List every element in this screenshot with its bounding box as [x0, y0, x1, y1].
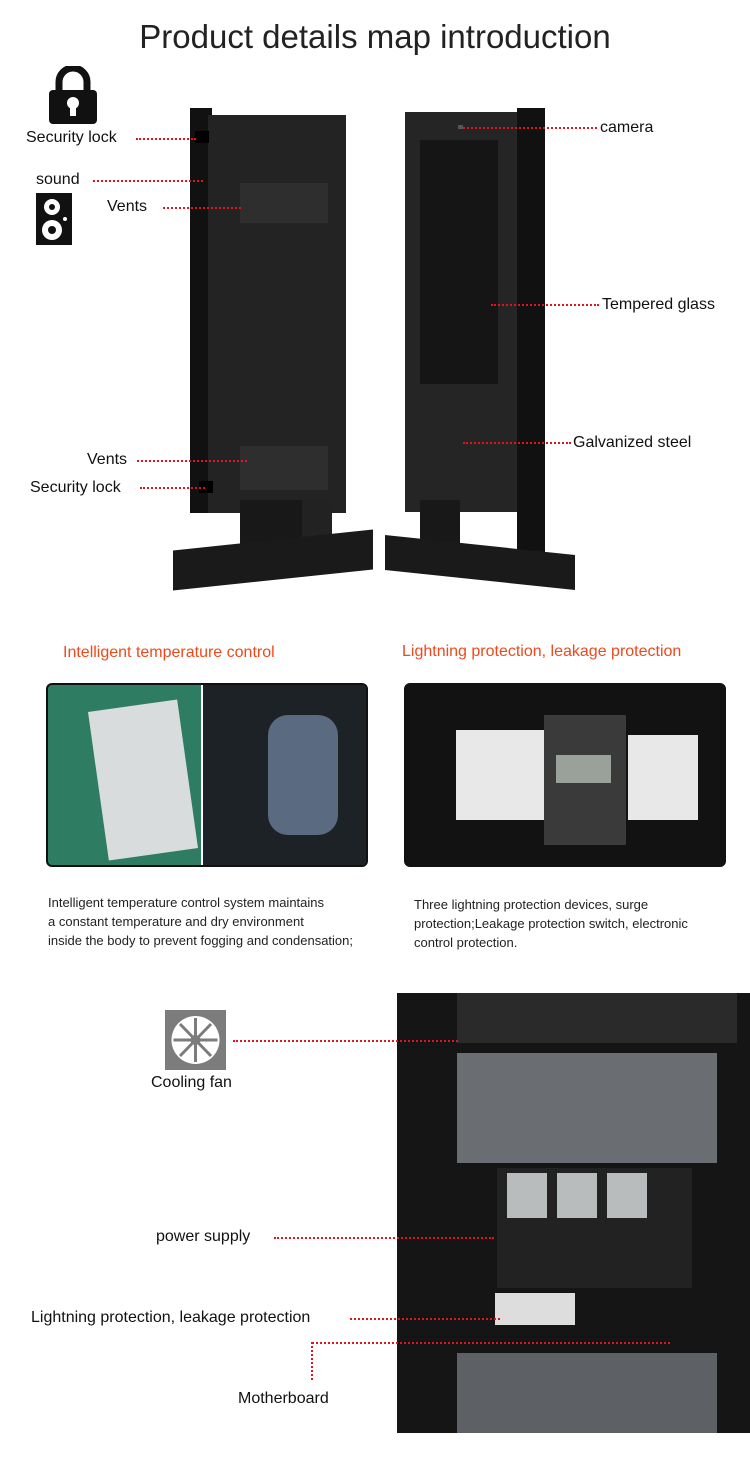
leader-line: [136, 138, 196, 140]
leader-line: [491, 304, 599, 306]
leader-line: [274, 1237, 494, 1239]
label-galvanized-steel: Galvanized steel: [573, 434, 692, 451]
leader-line: [137, 460, 247, 462]
label-power-supply: power supply: [156, 1228, 251, 1245]
label-security-lock-bottom: Security lock: [30, 479, 121, 496]
leader-line: [312, 1342, 670, 1344]
leader-line: [311, 1342, 313, 1380]
leader-line: [93, 180, 203, 182]
feature-heading-temperature: Intelligent temperature control: [63, 644, 275, 661]
label-tempered-glass: Tempered glass: [602, 296, 715, 313]
description-line: Three lightning protection devices, surg…: [414, 897, 649, 912]
label-sound: sound: [36, 171, 80, 188]
label-camera: camera: [600, 119, 654, 136]
photo-air-conditioner: [46, 683, 368, 867]
description-line: control protection.: [414, 935, 518, 950]
leader-line: [350, 1318, 500, 1320]
feature-description-lightning: Three lightning protection devices, surg…: [414, 895, 688, 952]
description-line: Intelligent temperature control system m…: [48, 895, 325, 910]
leader-line: [463, 127, 597, 129]
photo-protection-devices: [404, 683, 726, 867]
photo-interior: [397, 993, 750, 1433]
leader-line: [233, 1040, 458, 1042]
speaker-icon: [36, 193, 72, 245]
label-motherboard: Motherboard: [238, 1390, 329, 1407]
cooling-fan-icon: [165, 1010, 226, 1070]
description-line: protection;Leakage protection switch, el…: [414, 916, 688, 931]
feature-description-temperature: Intelligent temperature control system m…: [48, 893, 353, 950]
lock-icon: [49, 66, 97, 124]
label-security-lock-top: Security lock: [26, 129, 117, 146]
feature-heading-lightning: Lightning protection, leakage protection: [402, 643, 682, 660]
label-vents-top: Vents: [107, 198, 148, 215]
label-cooling-fan: Cooling fan: [151, 1074, 232, 1091]
label-lightning-protection: Lightning protection, leakage protection: [31, 1309, 311, 1326]
description-line: inside the body to prevent fogging and c…: [48, 933, 354, 948]
page-title: Product details map introduction: [139, 18, 611, 55]
description-line: a constant temperature and dry environme…: [48, 914, 304, 929]
label-vents-bottom: Vents: [87, 451, 128, 468]
leader-line: [140, 487, 205, 489]
leader-line: [463, 442, 571, 444]
leader-line: [163, 207, 241, 209]
